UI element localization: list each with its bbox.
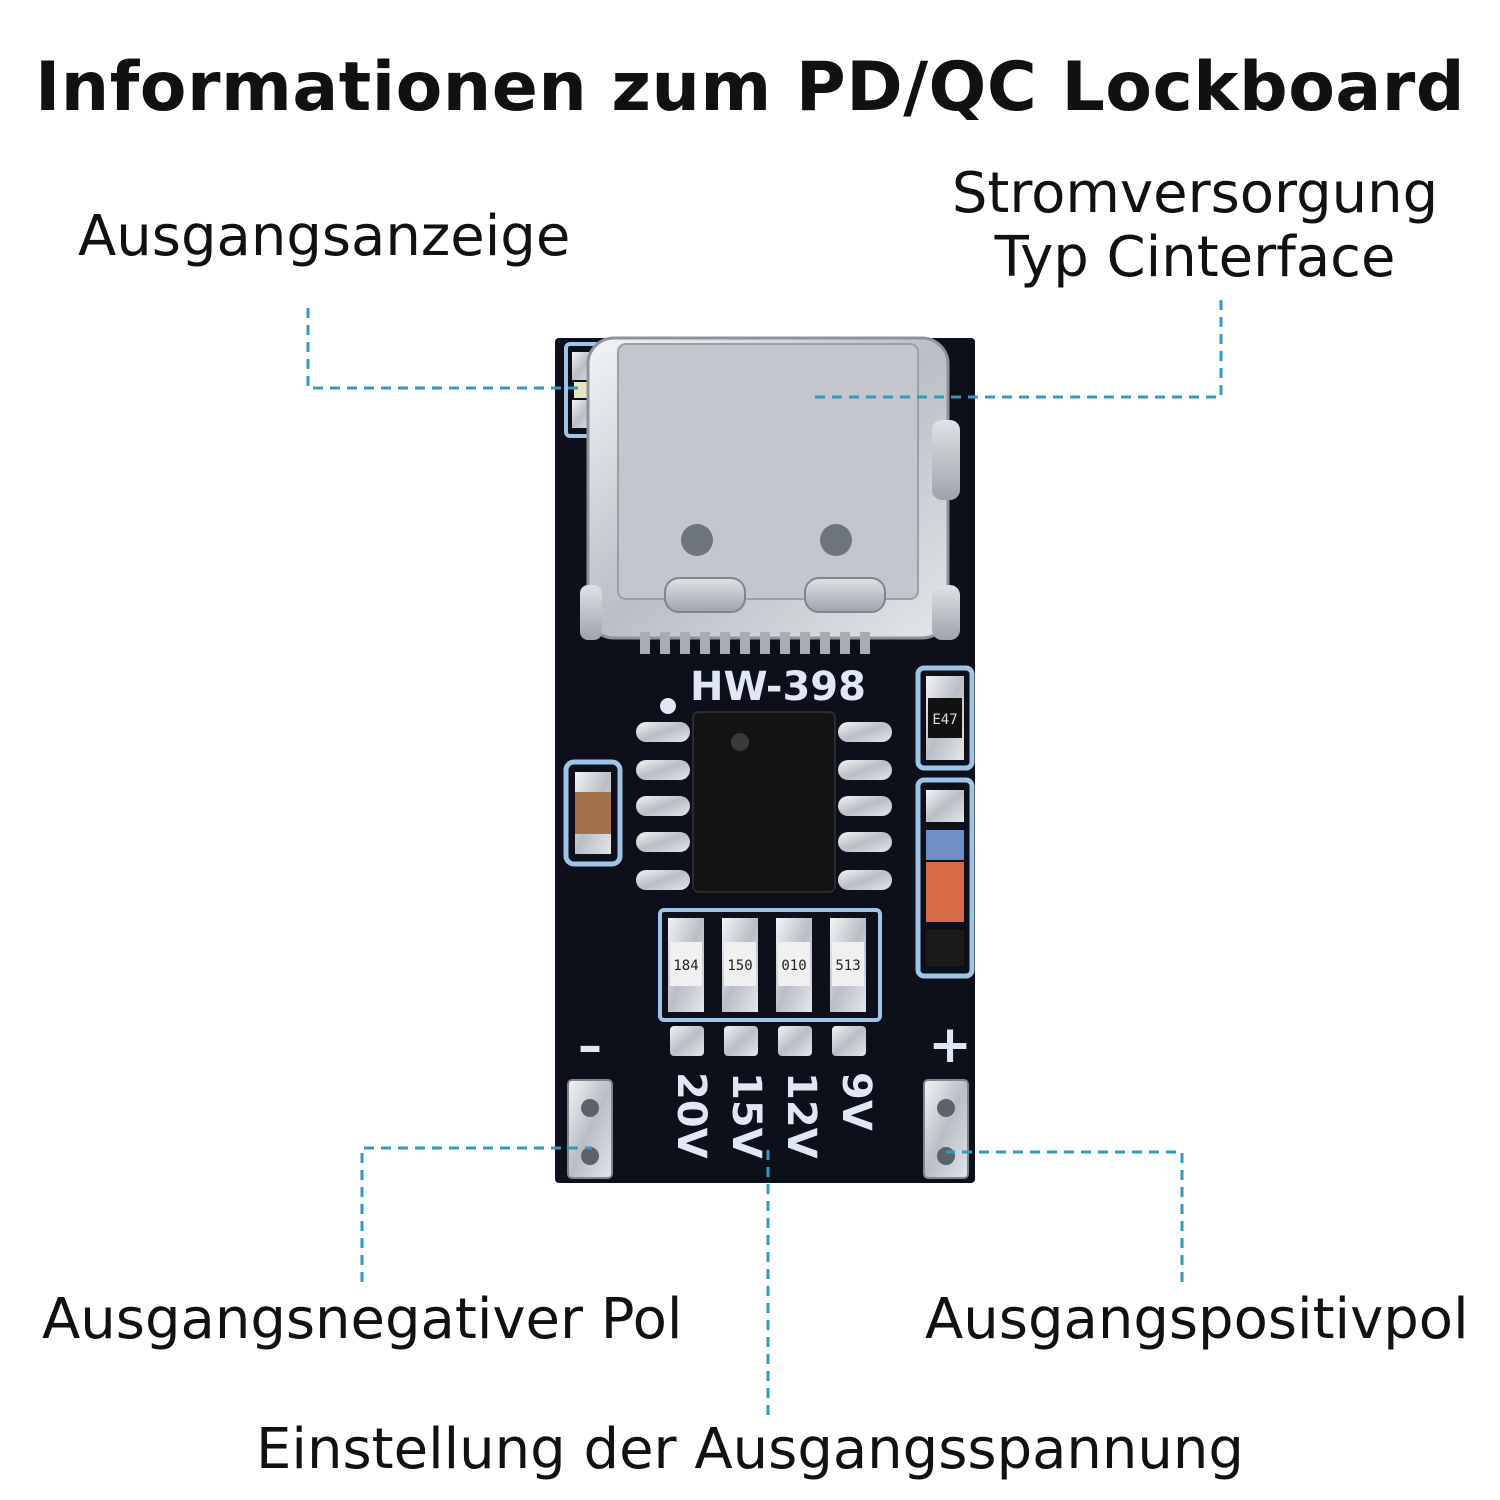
power-supply-label: Stromversorgung Typ Cinterface bbox=[930, 162, 1460, 290]
resistor-marking-4: 513 bbox=[835, 958, 860, 974]
board-model-text: HW-398 bbox=[690, 664, 866, 710]
voltage-option-9v: 9V bbox=[833, 1072, 879, 1131]
resistor-e47: E47 bbox=[915, 665, 975, 771]
negative-terminal bbox=[567, 1079, 613, 1179]
positive-terminal bbox=[923, 1079, 969, 1179]
page-title: Informationen zum PD/QC Lockboard bbox=[34, 48, 1466, 127]
plus-sign: + bbox=[928, 1015, 972, 1075]
connector-pins bbox=[640, 632, 870, 654]
voltage-setting-label: Einstellung der Ausgangsspannung bbox=[256, 1417, 1244, 1482]
voltage-option-20v: 20V bbox=[668, 1072, 714, 1159]
output-indicator-label: Ausgangsanzeige bbox=[78, 204, 571, 269]
resistor-marking-3: 010 bbox=[781, 958, 806, 974]
power-supply-label-line2: Typ Cinterface bbox=[994, 225, 1396, 290]
usb-c-connector bbox=[580, 336, 960, 640]
resistor-marking-1: 184 bbox=[673, 958, 698, 974]
voltage-pads bbox=[670, 1026, 866, 1056]
resistor-marking-2: 150 bbox=[727, 958, 752, 974]
voltage-options: 9V 12V 15V 20V bbox=[668, 1072, 879, 1159]
leader-line-positive bbox=[946, 1150, 1184, 1282]
setting-resistors: 184 150 010 513 bbox=[658, 908, 882, 1022]
controller-ic bbox=[636, 698, 892, 893]
output-negative-label: Ausgangsnegativer Pol bbox=[42, 1287, 683, 1352]
voltage-option-15v: 15V bbox=[723, 1072, 769, 1159]
resistor-e47-marking: E47 bbox=[932, 712, 957, 728]
voltage-option-12v: 12V bbox=[778, 1072, 824, 1159]
output-positive-label: Ausgangspositivpol bbox=[925, 1287, 1469, 1352]
leader-line-indicator bbox=[306, 308, 580, 390]
capacitor-left bbox=[563, 759, 623, 867]
minus-sign: – bbox=[578, 1018, 602, 1074]
diode-right bbox=[915, 777, 975, 979]
power-supply-label-line1: Stromversorgung bbox=[951, 161, 1439, 226]
